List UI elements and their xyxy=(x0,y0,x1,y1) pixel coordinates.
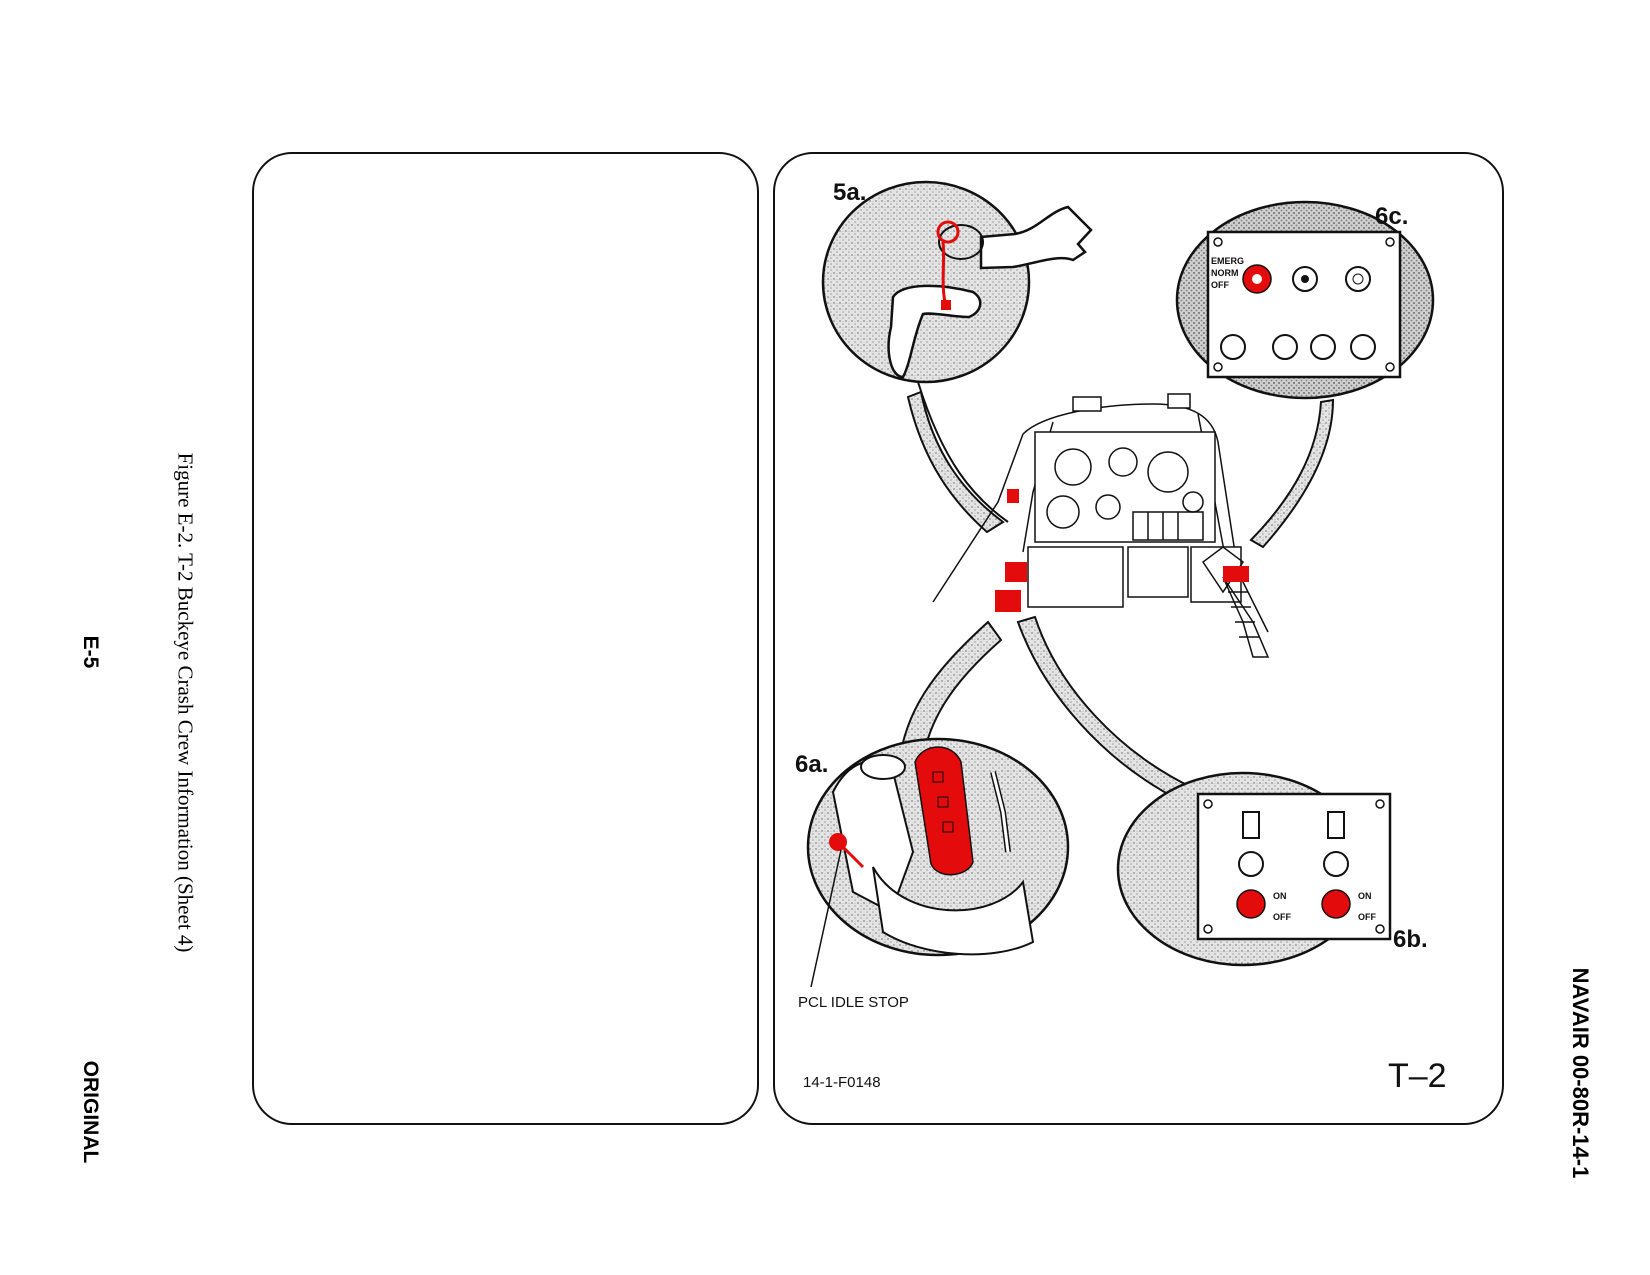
callout-6c: 6c. xyxy=(1375,203,1408,230)
switch-label-off: OFF xyxy=(1211,280,1229,290)
t2-cockpit-illustration: 5a. EMERG NORM OFF 6c. xyxy=(795,179,1447,1095)
switch-1-on-label: ON xyxy=(1273,891,1287,901)
switch-2-on-label: ON xyxy=(1358,891,1372,901)
document-id: NAVAIR 00-80R-14-1 xyxy=(1568,967,1593,1179)
connector-bands xyxy=(896,381,1335,804)
aircraft-designation: T–2 xyxy=(1388,1057,1447,1095)
callout-6a: 6a. xyxy=(795,751,828,778)
switch-label-emerg: EMERG xyxy=(1211,256,1244,266)
revision-status: ORIGINAL xyxy=(79,1060,102,1164)
switch-2-off-label: OFF xyxy=(1358,912,1376,922)
detail-6c: EMERG NORM OFF 6c. xyxy=(1175,200,1435,400)
detail-6a: 6a. PCL IDLE STOP xyxy=(795,737,1070,1011)
switch-1-off-label: OFF xyxy=(1273,912,1291,922)
callout-5a: 5a. xyxy=(833,179,866,206)
pcl-idle-stop-label: PCL IDLE STOP xyxy=(798,994,909,1011)
figure-code: 14-1-F0148 xyxy=(803,1074,881,1091)
page-number: E-5 xyxy=(79,635,102,669)
cockpit-highlights xyxy=(995,489,1249,612)
cockpit-view xyxy=(932,393,1270,658)
callout-6b: 6b. xyxy=(1393,926,1428,953)
figure-caption: Figure E-2. T-2 Buckeye Crash Crew Infor… xyxy=(173,452,198,953)
detail-5a: 5a. xyxy=(821,179,1093,384)
switch-label-norm: NORM xyxy=(1211,268,1239,278)
blank-left-panel xyxy=(252,152,759,1125)
detail-6b: ON OFF ON OFF 6b. xyxy=(1116,771,1428,967)
